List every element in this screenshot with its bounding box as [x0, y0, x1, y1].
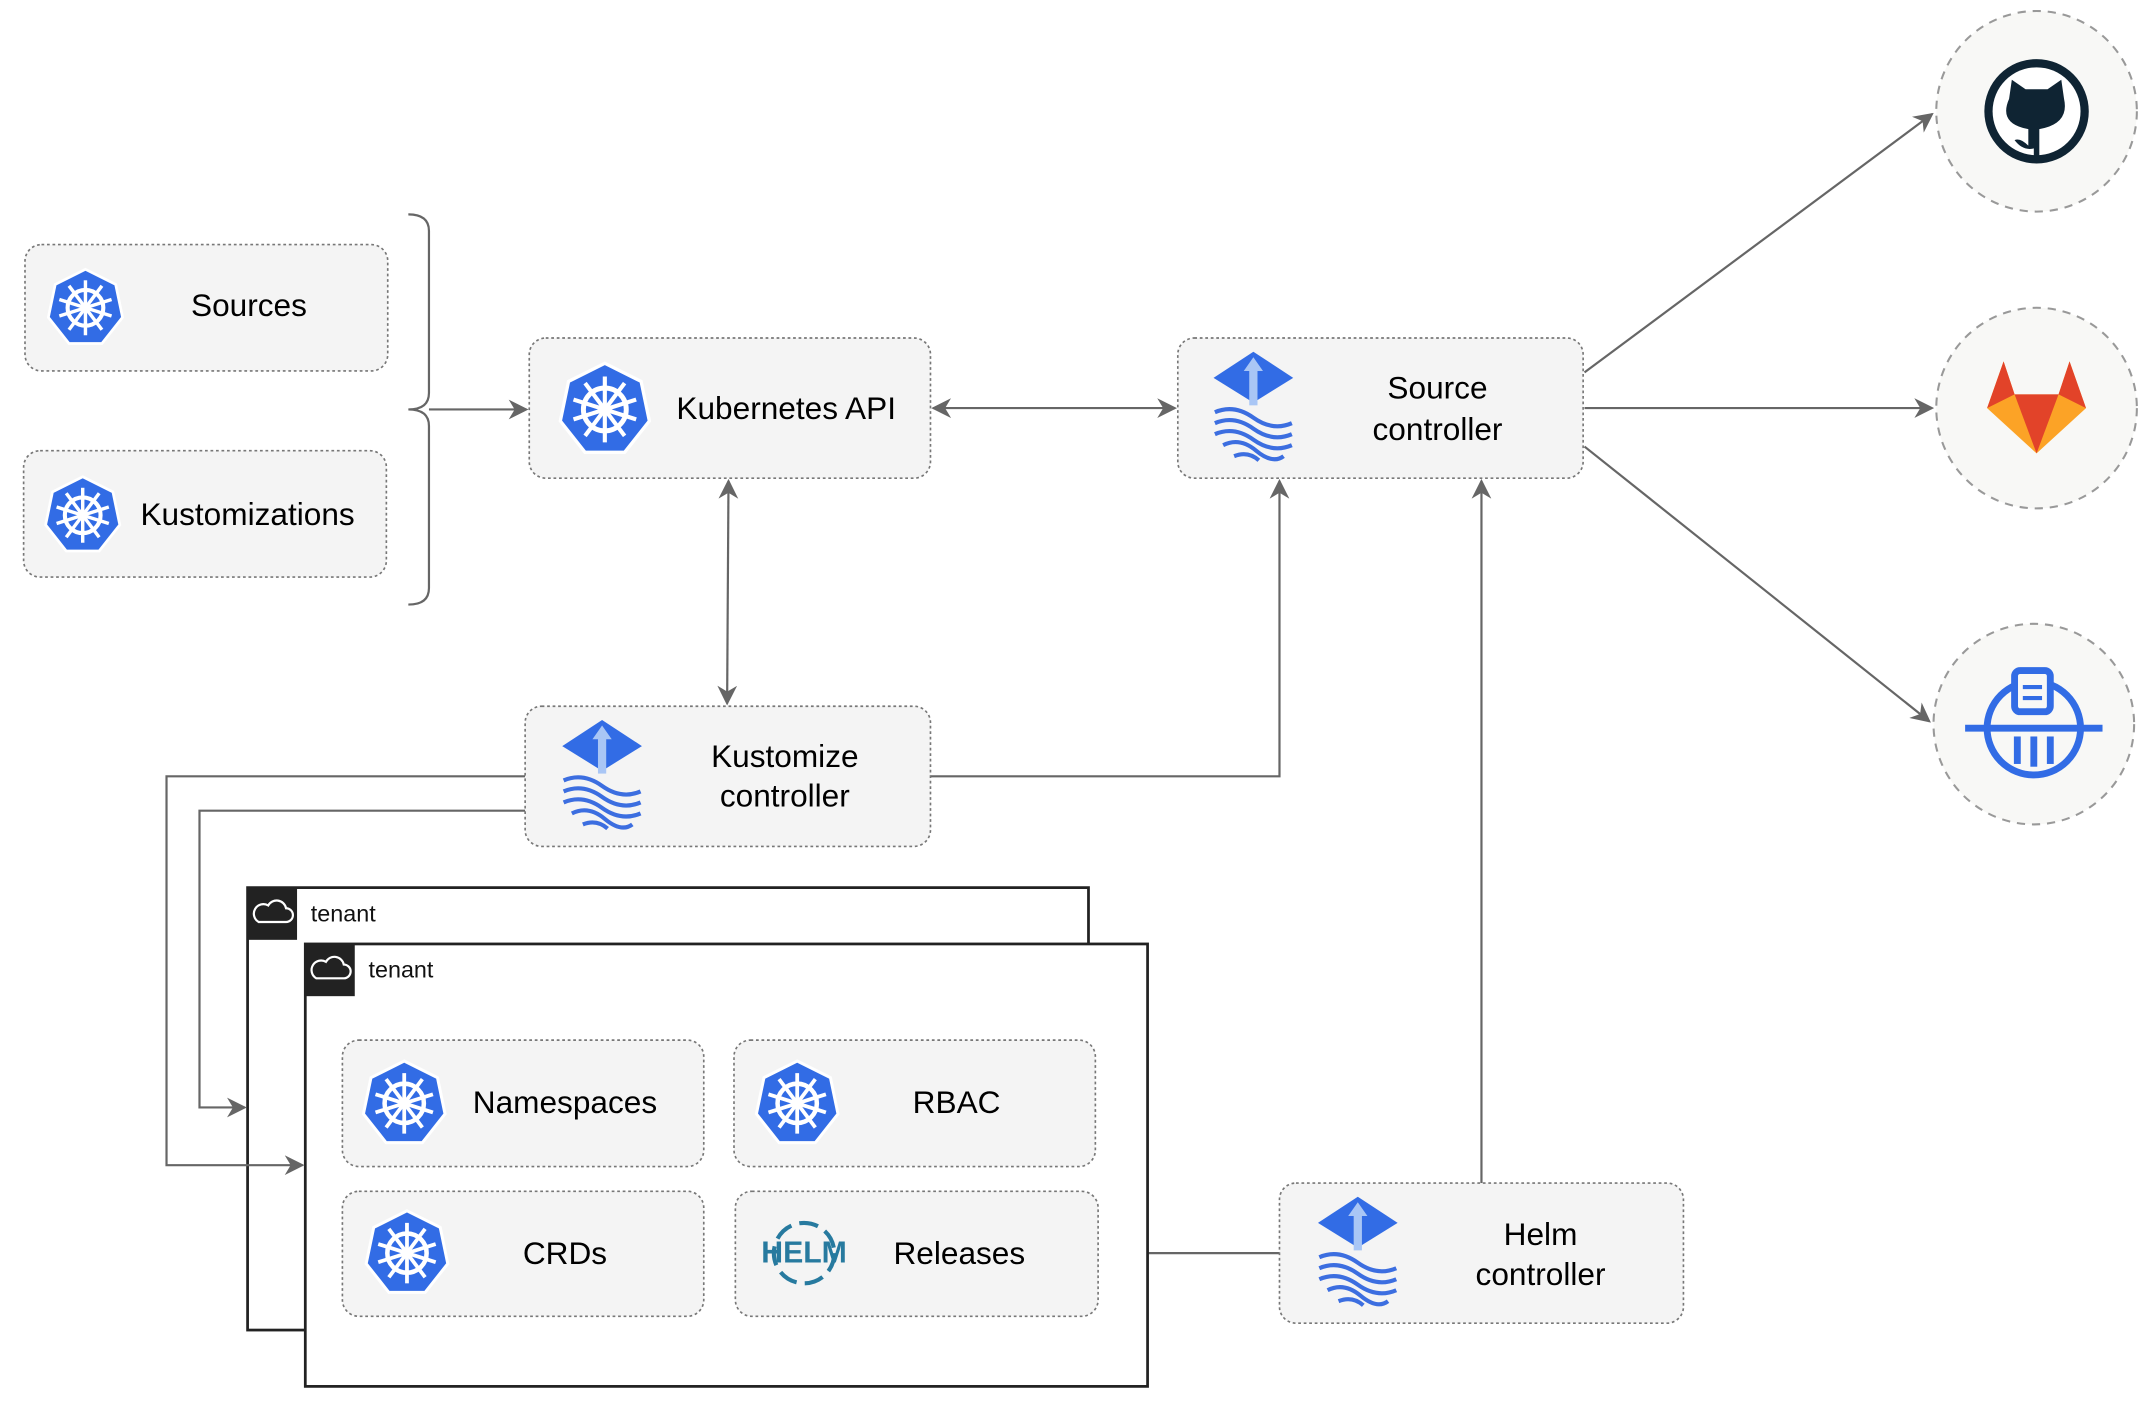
github-icon [1984, 59, 2089, 164]
bucket-node[interactable] [1932, 622, 2136, 826]
node-kubernetes-api[interactable]: Kubernetes API [528, 337, 932, 479]
node-kustomize-controller[interactable]: Kustomize controller [524, 705, 932, 848]
edge-kustomize-to-tenant-back [198, 809, 526, 1118]
node-label: RBAC [913, 1084, 1001, 1120]
helm-icon: HELM [761, 1220, 847, 1286]
node-label: controller [1476, 1256, 1606, 1292]
node-rbac[interactable]: RBAC [733, 1039, 1097, 1168]
node-helm-controller[interactable]: Helm controller [1278, 1182, 1685, 1325]
node-source-controller[interactable]: Source controller [1176, 337, 1584, 479]
bucket-icon [1965, 667, 2103, 779]
edge-source-to-github [1583, 112, 1934, 374]
node-sources[interactable]: Sources [24, 243, 389, 372]
github-node[interactable] [1935, 9, 2138, 213]
node-label: Releases [893, 1235, 1025, 1271]
sources-brace [408, 213, 431, 606]
node-label: Source [1387, 370, 1487, 406]
node-label: controller [720, 778, 850, 814]
node-label: CRDs [523, 1235, 607, 1271]
edge-kustomize-to-source [930, 478, 1290, 778]
cloud-icon [304, 942, 356, 998]
node-label: Helm [1504, 1216, 1578, 1252]
node-crds[interactable]: CRDs [341, 1190, 705, 1318]
tenant-label: tenant [311, 900, 376, 926]
node-label: Kustomize [711, 738, 858, 774]
node-label: Kustomizations [140, 496, 354, 532]
tenant-label: tenant [369, 957, 434, 983]
node-kustomizations[interactable]: Kustomizations [22, 449, 388, 578]
node-releases[interactable]: HELM Releases [734, 1190, 1099, 1318]
node-label: Kubernetes API [676, 390, 896, 426]
edge-api-kustomize-controller [717, 478, 739, 706]
edge-kustomize-to-tenant-front [165, 775, 526, 1176]
node-label: Namespaces [473, 1084, 657, 1120]
node-label: Sources [191, 287, 307, 323]
gitlab-icon [1987, 361, 2087, 454]
node-label: controller [1373, 411, 1503, 447]
edge-source-to-bucket [1583, 445, 1931, 723]
node-namespaces[interactable]: Namespaces [341, 1039, 705, 1168]
cloud-icon [246, 886, 299, 941]
gitlab-node[interactable] [1935, 306, 2138, 510]
svg-text:HELM: HELM [761, 1236, 847, 1269]
